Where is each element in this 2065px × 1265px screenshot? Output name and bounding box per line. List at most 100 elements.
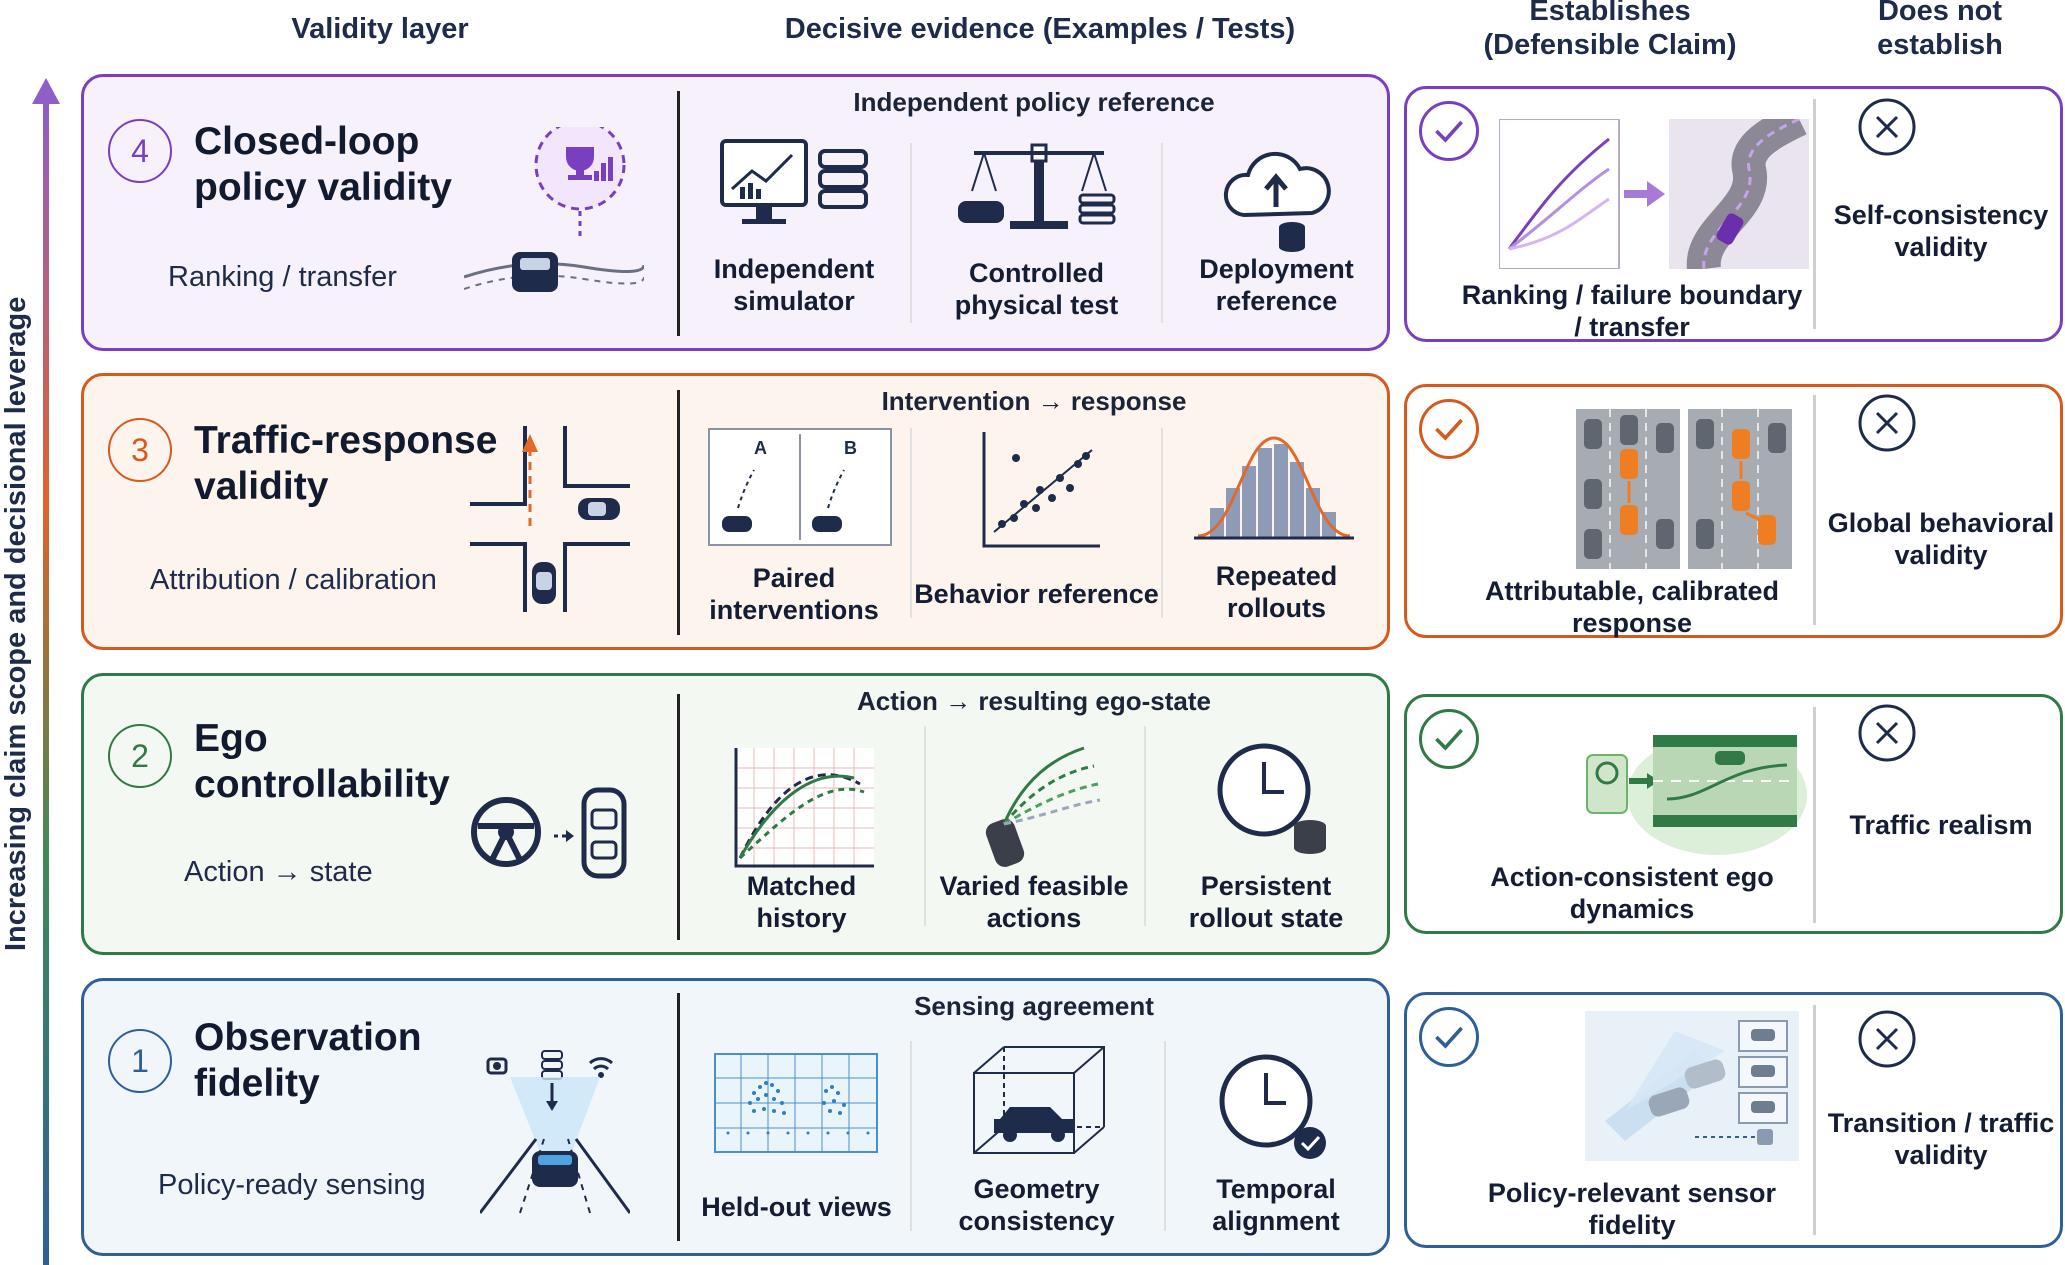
not-4-line2: validity bbox=[1894, 232, 1988, 262]
layer-4-evidence-3: Deployment reference bbox=[1164, 253, 1389, 317]
evidence-3-3-line1: Repeated bbox=[1215, 561, 1338, 591]
layer-4-claim-text: Ranking / failure boundary / transfer bbox=[1407, 279, 1857, 343]
claim-3-line2: response bbox=[1571, 608, 1693, 638]
evidence-3-3-line2: rollouts bbox=[1227, 593, 1326, 623]
layer-1-divider bbox=[677, 993, 680, 1241]
layer-1-claim-text: Policy-relevant sensor fidelity bbox=[1407, 1177, 1857, 1241]
layer-4-not-established: Self-consistency validity bbox=[1817, 199, 2065, 263]
layer-1-evidence-heading: Sensing agreement bbox=[914, 991, 1154, 1021]
x-icon bbox=[1858, 1010, 1916, 1068]
layer-2-evidence-sep-1 bbox=[924, 726, 926, 926]
layer-4-divider bbox=[677, 91, 680, 336]
layer-2-evidence-heading: Action → resulting ego-state bbox=[857, 686, 1211, 716]
layer-3-not-established: Global behavioral validity bbox=[1817, 507, 2065, 571]
layer-1-subtitle: Policy-ready sensing bbox=[158, 1169, 426, 1201]
layer-3-evidence-2: Behavior reference bbox=[914, 578, 1159, 610]
layer-1-claim: Policy-relevant sensor fidelity Transiti… bbox=[1404, 992, 2063, 1248]
claim-1-line2: fidelity bbox=[1588, 1210, 1676, 1240]
header-decisive-evidence: Decisive evidence (Examples / Tests) bbox=[784, 13, 1296, 45]
layer-4-number: 4 bbox=[108, 119, 172, 183]
layer-3-evidence-3: Repeated rollouts bbox=[1164, 560, 1389, 624]
not-2-line1: Traffic realism bbox=[1849, 810, 2033, 840]
layer-1-evidence-sep-1 bbox=[910, 1041, 912, 1231]
layer-1-evidence-2: Geometry consistency bbox=[914, 1173, 1159, 1237]
x-icon bbox=[1858, 704, 1916, 762]
evidence-2-1-line1: Matched bbox=[746, 871, 857, 901]
claim-2-line2: dynamics bbox=[1569, 894, 1695, 924]
evidence-1-3-line1: Temporal bbox=[1216, 1174, 1336, 1204]
x-icon bbox=[1858, 98, 1916, 156]
layer-1-number: 1 bbox=[108, 1029, 172, 1093]
axis-label: Increasing claim scope and decisional le… bbox=[0, 296, 32, 951]
claim-4-line2: / transfer bbox=[1574, 312, 1690, 342]
ego-dynamics-illustration bbox=[1586, 735, 1807, 855]
evidence-2-2-line1: Varied feasible bbox=[939, 871, 1129, 901]
balance-scale-icon bbox=[958, 143, 1116, 229]
layer-4-row: 4 Closed-loop policy validity Ranking / … bbox=[81, 74, 1390, 351]
layer-2-claim-text: Action-consistent ego dynamics bbox=[1407, 861, 1857, 925]
evidence-2-1-line2: history bbox=[756, 903, 847, 933]
not-4-line1: Self-consistency bbox=[1833, 200, 2049, 230]
layer-4-evidence-sep-2 bbox=[1161, 143, 1163, 323]
evidence-1-1-line1: Held-out views bbox=[701, 1192, 892, 1222]
layer-2-evidence-2: Varied feasible actions bbox=[926, 870, 1142, 934]
check-icon bbox=[1419, 399, 1479, 459]
header-establishes-line2: (Defensible Claim) bbox=[1483, 29, 1737, 61]
header-does-not-line1: Does not bbox=[1877, 0, 2003, 27]
evidence-1-2-line2: consistency bbox=[958, 1206, 1115, 1236]
layer-3-title-line2: validity bbox=[194, 465, 329, 508]
temporal-alignment-icon bbox=[1219, 1054, 1326, 1159]
evidence-4-1-line1: Independent bbox=[713, 254, 875, 284]
layer-2-claim-divider bbox=[1813, 707, 1816, 923]
not-1-line2: validity bbox=[1894, 1140, 1988, 1170]
layer-2-evidence-sep-2 bbox=[1144, 726, 1146, 926]
intersection-icon bbox=[470, 426, 630, 612]
evidence-1-3-line2: alignment bbox=[1212, 1206, 1340, 1236]
layer-3-evidence-1: Paired interventions bbox=[684, 562, 904, 626]
pair-label-b: B bbox=[844, 438, 857, 458]
evidence-4-1-line2: simulator bbox=[733, 286, 855, 316]
layer-3-number: 3 bbox=[108, 418, 172, 482]
layer-1-claim-divider bbox=[1813, 1005, 1816, 1235]
header-does-not-establish: Does not establish bbox=[1820, 0, 2060, 62]
calibrated-response-illustration bbox=[1576, 409, 1792, 569]
evidence-4-2-line1: Controlled bbox=[969, 258, 1104, 288]
not-1-line1: Transition / traffic bbox=[1827, 1108, 2055, 1138]
layer-2-evidence-1: Matched history bbox=[684, 870, 919, 934]
layer-1-row: 1 Observation fidelity Policy-ready sens… bbox=[81, 978, 1390, 1256]
histogram-icon bbox=[1194, 436, 1354, 540]
header-validity-layer: Validity layer bbox=[291, 13, 469, 45]
held-out-views-icon bbox=[714, 1053, 878, 1153]
layer-4-claim-divider bbox=[1813, 99, 1816, 329]
layer-4-title: Closed-loop policy validity bbox=[194, 119, 452, 211]
layer-4-evidence-2: Controlled physical test bbox=[914, 257, 1159, 321]
ranking-transfer-illustration bbox=[1499, 119, 1809, 269]
check-icon bbox=[1419, 101, 1479, 161]
header-establishes: Establishes (Defensible Claim) bbox=[1400, 0, 1820, 62]
layer-3-evidence-heading: Intervention → response bbox=[881, 386, 1187, 416]
layer-2-divider bbox=[677, 694, 680, 940]
clock-database-icon bbox=[1217, 743, 1326, 854]
layer-3-evidence-sep-2 bbox=[1161, 428, 1163, 618]
layer-3-claim-text: Attributable, calibrated response bbox=[1407, 575, 1857, 639]
sensor-fidelity-illustration bbox=[1585, 1011, 1799, 1161]
layer-1-title: Observation fidelity bbox=[194, 1015, 422, 1107]
layer-2-subtitle: Action → state bbox=[184, 856, 373, 888]
steering-wheel-car-icon bbox=[471, 787, 627, 879]
evidence-4-3-line1: Deployment bbox=[1199, 254, 1354, 284]
layer-2-claim: Action-consistent ego dynamics Traffic r… bbox=[1404, 694, 2063, 934]
layer-1-evidence-3: Temporal alignment bbox=[1166, 1173, 1386, 1237]
layer-3-evidence-sep-1 bbox=[910, 428, 912, 618]
check-icon bbox=[1419, 1007, 1479, 1067]
not-3-line2: validity bbox=[1894, 540, 1988, 570]
trophy-car-icon bbox=[464, 127, 644, 292]
geometry-cube-icon bbox=[973, 1046, 1105, 1154]
layer-4-evidence-heading: Independent policy reference bbox=[853, 87, 1215, 117]
claim-4-line1: Ranking / failure boundary bbox=[1461, 280, 1803, 310]
layer-2-not-established: Traffic realism bbox=[1817, 809, 2065, 841]
x-icon bbox=[1858, 394, 1916, 452]
evidence-3-1-line2: interventions bbox=[709, 595, 879, 625]
check-icon bbox=[1419, 709, 1479, 769]
layer-1-not-established: Transition / traffic validity bbox=[1817, 1107, 2065, 1171]
evidence-4-2-line2: physical test bbox=[954, 290, 1119, 320]
